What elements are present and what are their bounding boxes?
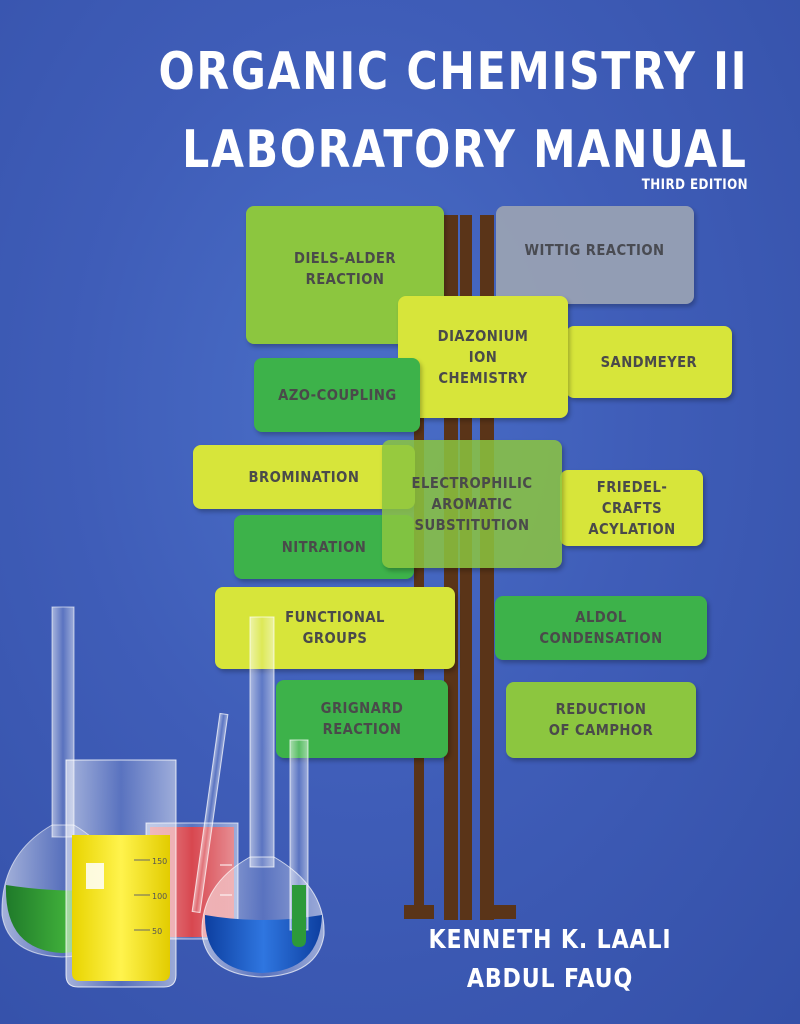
test-tube — [289, 739, 309, 947]
sign-reduction: REDUCTION OF CAMPHOR — [506, 682, 696, 758]
pipette — [191, 712, 229, 914]
sign-bromination: BROMINATION — [193, 445, 415, 509]
yellow-beaker: 150 100 50 — [65, 759, 177, 988]
sign-diazonium: DIAZONIUM ION CHEMISTRY — [398, 296, 568, 418]
author-name: KENNETH K. LAALI — [428, 925, 672, 955]
sign-sandmeyer: SANDMEYER — [566, 326, 732, 398]
title-line-1: ORGANIC CHEMISTRY II — [158, 42, 748, 102]
beaker-mark: 100 — [152, 892, 167, 901]
author-name: ABDUL FAUQ — [466, 964, 634, 994]
edition-label: THIRD EDITION — [641, 177, 748, 193]
sign-friedel-crafts: FRIEDEL-CRAFTS ACYLATION — [560, 470, 703, 546]
signpost-base — [486, 905, 516, 919]
sign-wittig: WITTIG REACTION — [496, 206, 694, 304]
sign-aldol: ALDOL CONDENSATION — [495, 596, 707, 660]
lab-glassware-illustration: 150 100 50 — [1, 606, 325, 988]
signpost-base — [404, 905, 434, 919]
sign-azo-coupling: AZO-COUPLING — [254, 358, 420, 432]
beaker-mark: 150 — [152, 857, 167, 866]
sign-electrophilic: ELECTROPHILIC AROMATIC SUBSTITUTION — [382, 440, 562, 568]
beaker-mark: 50 — [152, 927, 162, 936]
title-line-2: LABORATORY MANUAL — [182, 120, 748, 180]
